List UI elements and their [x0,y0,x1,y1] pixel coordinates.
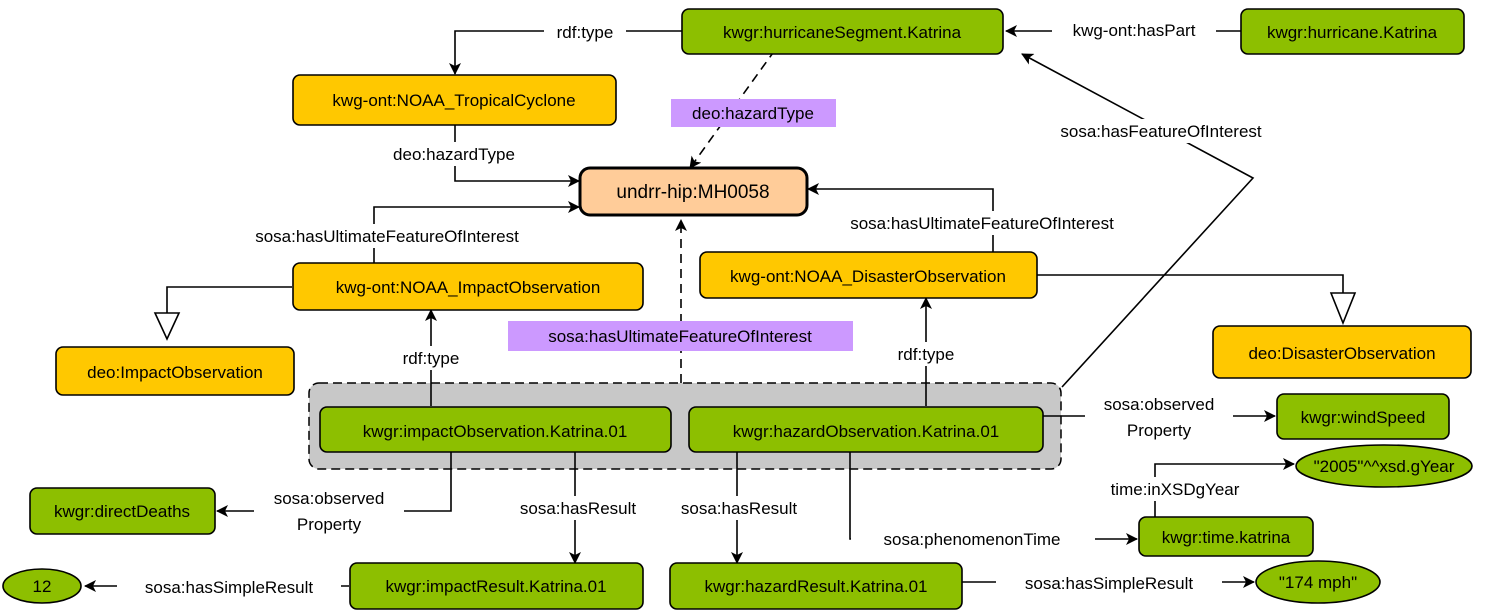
label-observed-prop-left-1: sosa:observed [274,489,385,508]
edge-subclass-right [1037,274,1344,293]
label-hazard-type-dashed: deo:hazardType [692,104,814,123]
node-impact-observation-class-label: kwg-ont:NOAA_ImpactObservation [336,278,601,297]
node-deo-disaster-label: deo:DisasterObservation [1248,344,1435,363]
label-rdf-type-left: rdf:type [403,349,460,368]
node-tropical-cyclone[interactable] [292,74,617,126]
label-simple-result-left: sosa:hasSimpleResult [145,578,313,597]
node-direct-deaths-label: kwgr:directDeaths [54,502,190,521]
label-has-result-right: sosa:hasResult [681,499,798,518]
node-deo-disaster[interactable] [1212,325,1472,379]
label-in-xsd-gyear: time:inXSDgYear [1111,480,1240,499]
node-twelve[interactable] [2,568,82,604]
node-hurricane-katrina[interactable] [1240,8,1465,55]
node-disaster-observation-class[interactable] [699,251,1038,299]
node-impact-observation-label: kwgr:impactObservation.Katrina.01 [363,422,628,441]
node-wind-speed-label: kwgr:windSpeed [1301,408,1426,427]
label-ultimate-right: sosa:hasUltimateFeatureOfInterest [850,214,1114,233]
node-hazard-label: undrr-hip:MH0058 [616,182,769,203]
node-deo-impact-label: deo:ImpactObservation [87,363,263,382]
node-deo-impact[interactable] [55,346,295,396]
subclass-triangle-right [1329,292,1357,326]
node-year-literal[interactable] [1295,444,1473,488]
label-observed-prop-left-2: Property [297,515,362,534]
label-has-foi: sosa:hasFeatureOfInterest [1060,122,1262,141]
label-ultimate-middle: sosa:hasUltimateFeatureOfInterest [548,327,812,346]
node-hazard-observation[interactable] [688,406,1044,453]
node-direct-deaths[interactable] [29,487,216,535]
label-phenomenon-time: sosa:phenomenonTime [883,530,1060,549]
label-simple-result-right: sosa:hasSimpleResult [1025,574,1193,593]
label-has-result-left: sosa:hasResult [520,499,637,518]
node-mph-label: "174 mph" [1279,573,1357,592]
node-tropical-cyclone-label: kwg-ont:NOAA_TropicalCyclone [332,91,575,110]
node-hurricane-segment-label: kwgr:hurricaneSegment.Katrina [723,23,962,42]
subclass-triangle-left [153,312,181,341]
label-rdf-type-top: rdf:type [557,23,614,42]
edge-subclass-left [166,286,292,313]
node-year-literal-label: "2005"^^xsd.gYear [1314,457,1455,476]
label-observed-prop-right-2: Property [1127,421,1192,440]
node-time-katrina[interactable] [1138,516,1314,557]
node-impact-observation[interactable] [319,406,672,453]
node-impact-result[interactable] [349,562,644,610]
label-has-part: kwg-ont:hasPart [1073,21,1196,40]
node-hazard-observation-label: kwgr:hazardObservation.Katrina.01 [733,422,999,441]
node-hazard-result[interactable] [669,562,963,610]
node-mph[interactable] [1255,560,1381,604]
label-rdf-type-right: rdf:type [898,345,955,364]
node-twelve-label: 12 [33,577,52,596]
node-impact-result-label: kwgr:impactResult.Katrina.01 [385,577,606,596]
node-hazard[interactable] [578,166,809,217]
label-hazard-type: deo:hazardType [393,145,515,164]
node-hurricane-katrina-label: kwgr:hurricane.Katrina [1267,23,1438,42]
node-disaster-observation-class-label: kwg-ont:NOAA_DisasterObservation [730,267,1006,286]
node-hazard-result-label: kwgr:hazardResult.Katrina.01 [704,577,927,596]
node-wind-speed[interactable] [1276,393,1450,440]
node-time-katrina-label: kwgr:time.katrina [1162,528,1291,547]
node-hurricane-segment[interactable] [681,8,1004,55]
edge-has-foi [1021,53,1255,388]
node-impact-observation-class[interactable] [292,262,644,311]
label-ultimate-left: sosa:hasUltimateFeatureOfInterest [255,227,519,246]
edge-hazard-type-dashed [689,49,776,169]
label-observed-prop-right-1: sosa:observed [1104,395,1215,414]
